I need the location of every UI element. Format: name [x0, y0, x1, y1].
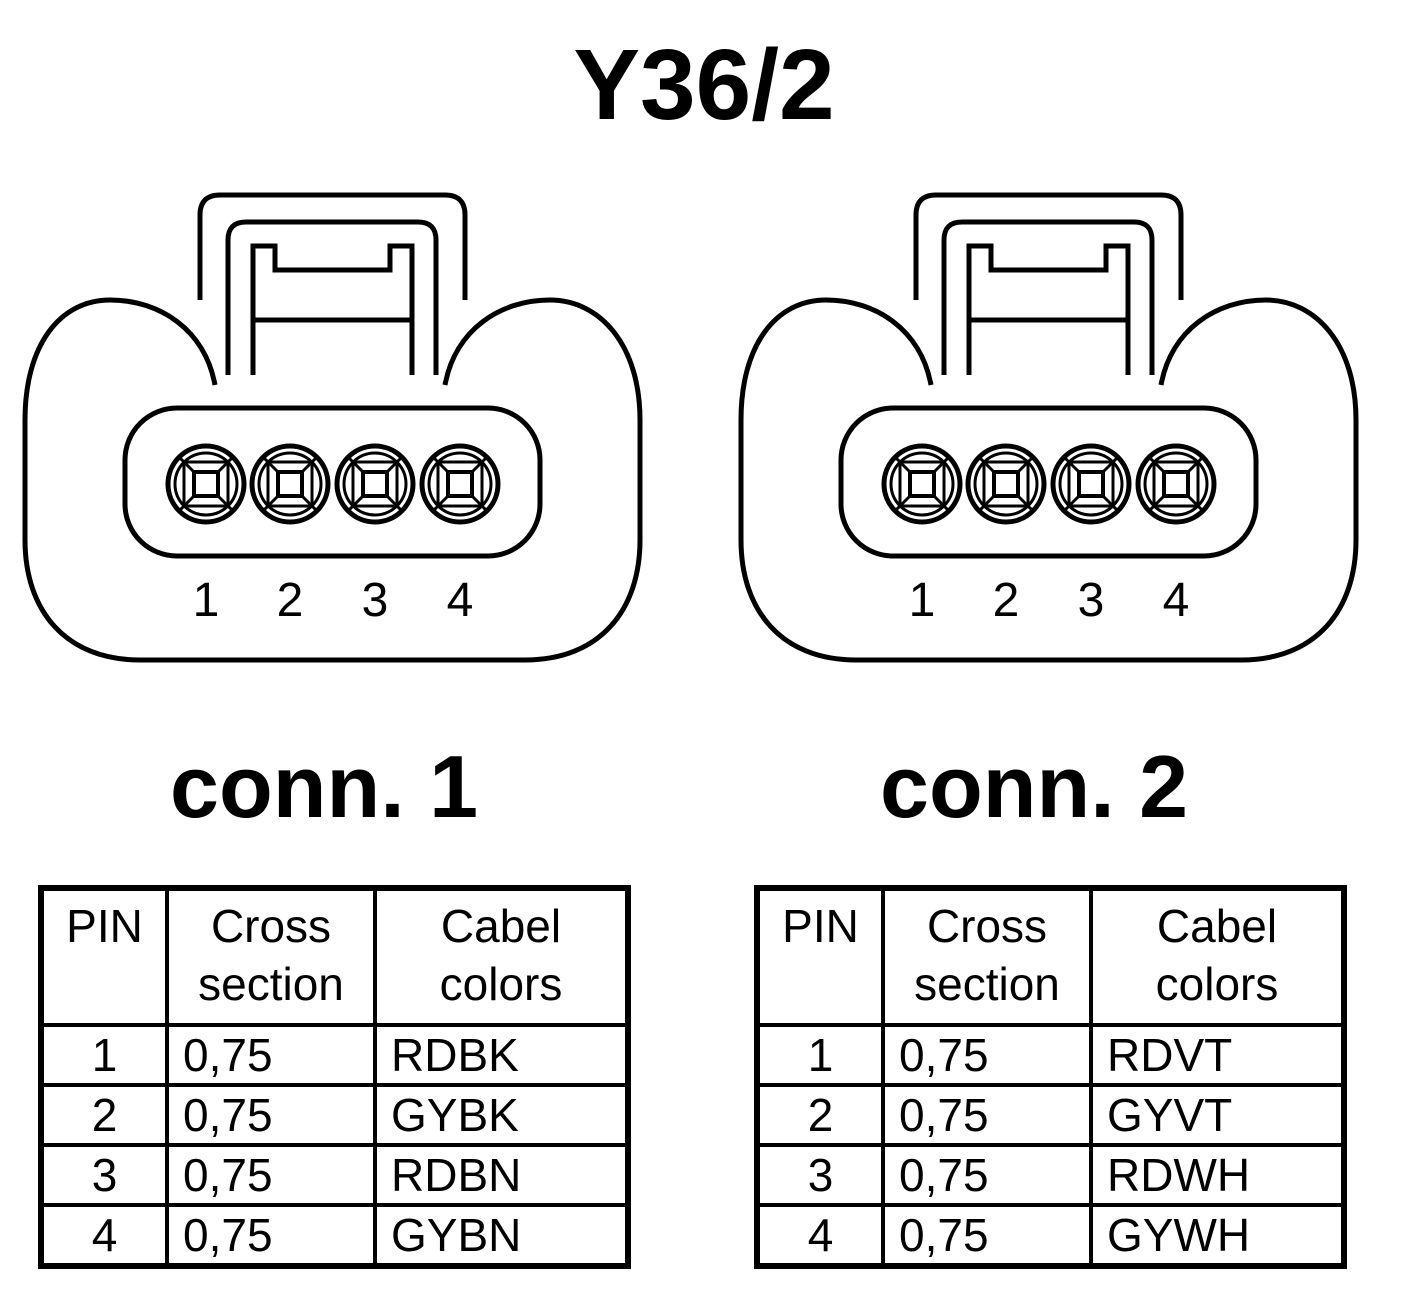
cable-color-cell: RDWH	[1089, 1143, 1346, 1207]
pin-header: PIN	[39, 886, 169, 1027]
pin-terminal	[165, 443, 247, 525]
pin-cell: 1	[39, 1023, 169, 1087]
pin-number: 1	[909, 574, 936, 627]
cross-section-cell: 0,75	[165, 1023, 377, 1087]
connector-1-housing	[22, 297, 643, 663]
pin-terminal	[1135, 443, 1217, 525]
connector-2-pin-numbers: 1 2 3 4	[909, 574, 1190, 627]
pin-terminal	[965, 443, 1047, 525]
diagram-title: Y36/2	[573, 29, 835, 141]
pin-cell: 4	[39, 1203, 169, 1268]
table-row: 4 0,75 GYBN	[39, 1203, 630, 1268]
pin-terminal	[1050, 443, 1132, 525]
connector-2-drawing: 1 2 3 4	[738, 192, 1359, 663]
cable-color-cell: GYVT	[1089, 1083, 1346, 1147]
pin-cell: 2	[39, 1083, 169, 1147]
cross-section-cell: 0,75	[165, 1203, 377, 1268]
cross-section-cell: 0,75	[165, 1143, 377, 1207]
pin-header: PIN	[755, 886, 885, 1027]
pin-terminal	[881, 443, 963, 525]
table-row: 2 0,75 GYBK	[39, 1083, 630, 1147]
connector-1-pin-slot	[122, 405, 543, 559]
pin-cell: 1	[755, 1023, 885, 1087]
table-row: 1 0,75 RDBK	[39, 1023, 630, 1087]
connector-1-drawing: 1 2 3 4	[22, 192, 643, 663]
pin-number: 3	[362, 574, 389, 627]
cross-section-cell: 0,75	[881, 1203, 1093, 1268]
table-row: 4 0,75 GYWH	[755, 1203, 1346, 1268]
pin-number: 2	[993, 574, 1020, 627]
connector-2-latch-outer	[913, 192, 1184, 300]
connector-2-pins	[881, 443, 1217, 525]
connector-2-housing	[738, 297, 1359, 663]
pin-cell: 3	[39, 1143, 169, 1207]
pin-number: 1	[193, 574, 220, 627]
cable-color-cell: RDBK	[373, 1023, 630, 1087]
connector-1-pin-numbers: 1 2 3 4	[193, 574, 474, 627]
cable-color-cell: RDBN	[373, 1143, 630, 1207]
pin-number: 3	[1078, 574, 1105, 627]
cross-section-cell: 0,75	[881, 1143, 1093, 1207]
table-row: 1 0,75 RDVT	[755, 1023, 1346, 1087]
connector-1-pins	[165, 443, 501, 525]
table-row: 2 0,75 GYVT	[755, 1083, 1346, 1147]
pin-number: 4	[447, 574, 474, 627]
cable-color-cell: GYWH	[1089, 1203, 1346, 1268]
connector-1-latch-outer	[197, 192, 468, 300]
cross-section-cell: 0,75	[881, 1083, 1093, 1147]
pin-cell: 3	[755, 1143, 885, 1207]
pin-terminal	[419, 443, 501, 525]
pin-terminal	[334, 443, 416, 525]
connector-2-pin-slot	[838, 405, 1259, 559]
connector-1-latch-inner	[225, 219, 439, 375]
connector-1-label: conn. 1	[170, 737, 479, 836]
table-row: 3 0,75 RDBN	[39, 1143, 630, 1207]
pin-terminal	[249, 443, 331, 525]
connector-1-latch-bar	[250, 243, 415, 375]
connector-drawings: 1 2 3 4 1 2 3 4	[22, 192, 1359, 663]
cross-section-cell: 0,75	[881, 1023, 1093, 1087]
connector-2-latch-bar	[966, 243, 1131, 375]
pin-number: 4	[1163, 574, 1190, 627]
pin-cell: 2	[755, 1083, 885, 1147]
connector-2-label: conn. 2	[880, 737, 1189, 836]
cable-color-cell: GYBN	[373, 1203, 630, 1268]
table-row: 3 0,75 RDWH	[755, 1143, 1346, 1207]
cross-section-cell: 0,75	[165, 1083, 377, 1147]
cable-color-cell: GYBK	[373, 1083, 630, 1147]
cable-color-cell: RDVT	[1089, 1023, 1346, 1087]
pin-number: 2	[277, 574, 304, 627]
pin-cell: 4	[755, 1203, 885, 1268]
connector-2-latch-inner	[941, 219, 1155, 375]
